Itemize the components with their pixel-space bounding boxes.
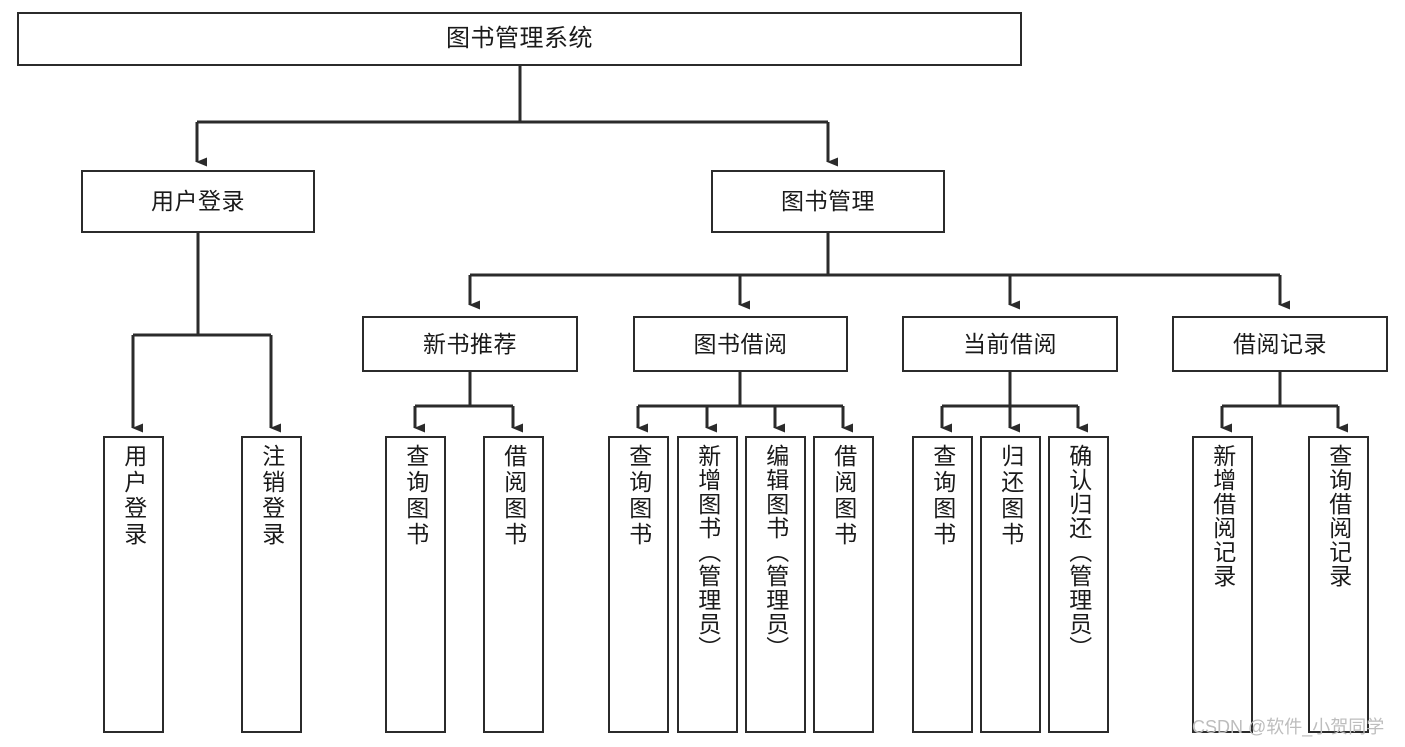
node-book-management[interactable]: 图书管理	[711, 170, 945, 233]
node-label: 新增图书（管理员）	[694, 444, 721, 660]
node-label: 用户登录	[120, 444, 147, 548]
node-label: 借阅图书	[500, 444, 527, 548]
node-leaf-return-book[interactable]: 归还图书	[980, 436, 1041, 733]
csdn-watermark: CSDN @软件_小贺同学	[1192, 717, 1385, 737]
node-new-book-recommend[interactable]: 新书推荐	[362, 316, 578, 372]
node-leaf-query-book-current[interactable]: 查询图书	[912, 436, 973, 733]
node-label: 借阅记录	[1233, 330, 1327, 357]
node-leaf-add-borrow-record[interactable]: 新增借阅记录	[1192, 436, 1253, 733]
node-leaf-confirm-return-admin[interactable]: 确认归还（管理员）	[1048, 436, 1109, 733]
node-label: 图书管理	[781, 188, 875, 215]
node-label: 当前借阅	[963, 330, 1057, 357]
node-label: 查询图书	[402, 444, 429, 548]
node-user-login[interactable]: 用户登录	[81, 170, 315, 233]
node-label: 注销登录	[258, 444, 285, 548]
node-label: 确认归还（管理员）	[1065, 444, 1092, 660]
node-label: 归还图书	[997, 444, 1024, 548]
node-label: 新增借阅记录	[1209, 444, 1236, 588]
node-label: 查询图书	[929, 444, 956, 548]
node-label: 借阅图书	[830, 444, 857, 548]
node-leaf-add-book-admin[interactable]: 新增图书（管理员）	[677, 436, 738, 733]
node-leaf-edit-book-admin[interactable]: 编辑图书（管理员）	[745, 436, 806, 733]
node-leaf-borrow-book[interactable]: 借阅图书	[813, 436, 874, 733]
node-borrow-record[interactable]: 借阅记录	[1172, 316, 1388, 372]
node-leaf-logout[interactable]: 注销登录	[241, 436, 302, 733]
node-leaf-borrow-book-recommend[interactable]: 借阅图书	[483, 436, 544, 733]
node-leaf-query-book-recommend[interactable]: 查询图书	[385, 436, 446, 733]
node-label: 用户登录	[151, 188, 245, 215]
node-label: 查询图书	[625, 444, 652, 548]
node-leaf-query-book-borrow[interactable]: 查询图书	[608, 436, 669, 733]
node-label: 编辑图书（管理员）	[762, 444, 789, 660]
node-root-book-management-system[interactable]: 图书管理系统	[17, 12, 1022, 66]
node-label: 新书推荐	[423, 330, 517, 357]
node-leaf-query-borrow-record[interactable]: 查询借阅记录	[1308, 436, 1369, 733]
node-leaf-user-login[interactable]: 用户登录	[103, 436, 164, 733]
node-book-borrow[interactable]: 图书借阅	[633, 316, 848, 372]
node-label: 图书借阅	[693, 330, 788, 357]
node-label: 查询借阅记录	[1325, 444, 1352, 588]
node-current-borrow[interactable]: 当前借阅	[902, 316, 1118, 372]
node-label: 图书管理系统	[446, 25, 593, 52]
